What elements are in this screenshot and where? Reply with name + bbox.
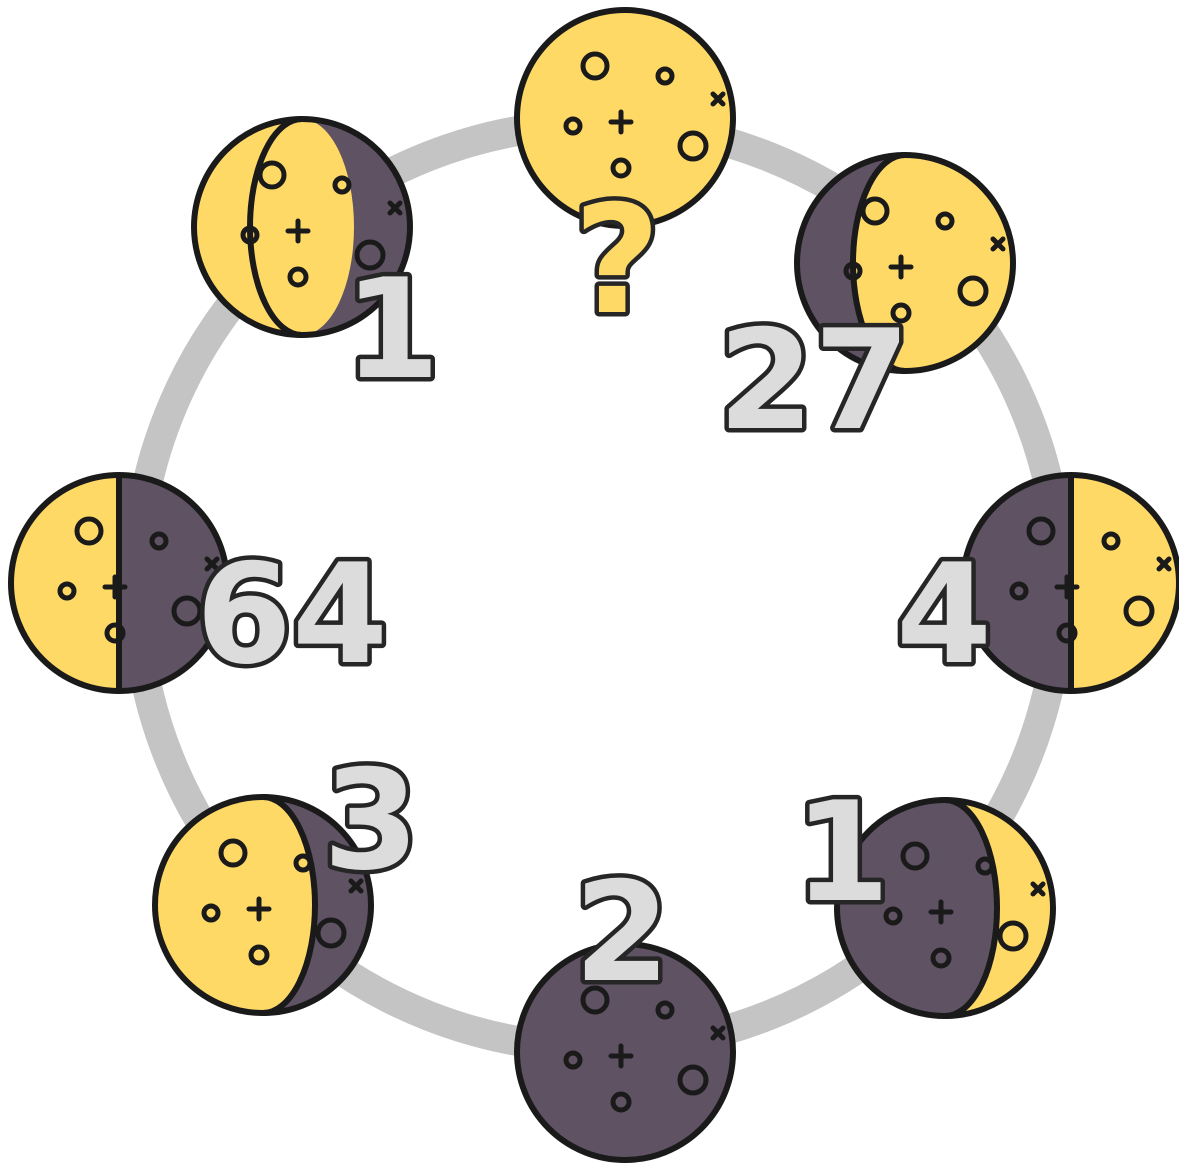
moon-first-quarter [11,475,227,691]
moon-last-quarter [963,475,1179,691]
unknown-value: ? [573,174,660,348]
number-label: 2 [574,852,670,1013]
number-label: 27 [718,300,910,461]
number-label: 64 [196,534,388,695]
number-label: 1 [794,772,890,933]
number-label: 1 [344,249,440,410]
number-label: 4 [896,534,992,695]
number-label: 3 [323,740,419,901]
